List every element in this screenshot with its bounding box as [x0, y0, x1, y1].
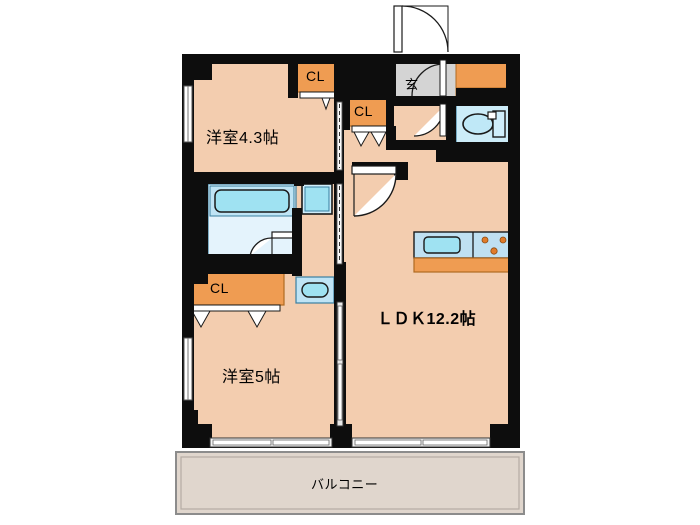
- stove-burner-3: [490, 247, 498, 255]
- washing-machine-inner: [304, 186, 330, 212]
- entrance-door-swing: [401, 5, 449, 53]
- closet-bed5-door[interactable]: [189, 304, 281, 312]
- wall-hall-step-v: [436, 140, 446, 162]
- hall-ldk-door-panel[interactable]: [351, 165, 397, 175]
- bed43-window: [183, 85, 193, 143]
- wall-closet-hall-right: [386, 94, 394, 130]
- ldk-balcony-window[interactable]: [351, 437, 491, 448]
- unit-bath: [207, 183, 297, 257]
- closet-bed5-swing-right: [247, 310, 267, 329]
- wall-toilet-bottom: [446, 142, 520, 154]
- wall-hall-step-h1: [386, 140, 444, 150]
- genkan-inner-door-panel[interactable]: [439, 59, 447, 97]
- stove-burner-2: [499, 236, 507, 244]
- washbasin-bowl: [301, 282, 329, 298]
- wall-bed5-left-pier: [182, 410, 198, 448]
- wall-bath-right: [292, 208, 302, 276]
- wall-toilet-left: [446, 96, 456, 152]
- balcony-floor: [175, 451, 525, 515]
- windows-group: [183, 85, 491, 448]
- washing-machine-space: [301, 183, 333, 215]
- wall-corner-bottom-right: [490, 424, 520, 448]
- stove-burner-1: [481, 236, 489, 244]
- washroom-corridor-sliding-door[interactable]: [336, 183, 343, 265]
- wall-closet-bed43-left: [288, 58, 298, 98]
- kitchen-cabinet: [413, 257, 517, 273]
- entrance-door-frame: [402, 5, 449, 52]
- balcony-inner-line: [180, 456, 520, 510]
- wall-right: [508, 54, 520, 448]
- bed5-sliding-leaf-a[interactable]: [337, 305, 343, 361]
- genkan-inner-door-swing: [411, 63, 445, 97]
- toilet-lever: [487, 111, 497, 120]
- closet-hall-swing-left: [353, 131, 370, 148]
- closet-hall-swing-right: [370, 131, 387, 148]
- closet-bed5-swing-left: [191, 310, 211, 329]
- wall-hall-right-upper: [386, 126, 396, 148]
- entrance-door-panel[interactable]: [393, 5, 403, 53]
- wall-bath-right-top: [294, 172, 304, 186]
- wall-closet-hall-left: [344, 94, 350, 130]
- wall-closet-bed43-top: [288, 58, 346, 64]
- bed5-sliding-leaf-b[interactable]: [337, 363, 343, 421]
- closets-group: [185, 61, 393, 329]
- toilet-room: [455, 103, 517, 145]
- bed43-hall-sliding-door[interactable]: [336, 101, 343, 171]
- closet-bed43-swing: [321, 97, 331, 111]
- kitchen-sink: [423, 236, 461, 254]
- wall-top-right-pier: [506, 58, 520, 106]
- bed5-window: [183, 337, 193, 401]
- toilet-door-panel[interactable]: [439, 103, 447, 137]
- wall-bath-bottom: [194, 254, 296, 264]
- hall-ldk-door-swing: [353, 173, 397, 217]
- wall-toilet-top: [446, 96, 520, 106]
- wall-hall-step-h2: [436, 152, 520, 162]
- washbasin: [295, 276, 335, 304]
- wall-genkan-bottom: [386, 96, 448, 106]
- wall-genkan-left: [386, 58, 396, 100]
- wall-closet-bed5-top: [182, 262, 292, 274]
- wall-hall-left-bottom: [334, 262, 346, 302]
- kitchen-counter: [413, 231, 517, 273]
- walls-group: [182, 54, 520, 448]
- bathtub: [214, 189, 290, 213]
- wall-hall-left-top: [334, 58, 346, 102]
- wall-top-block-hall: [344, 58, 388, 100]
- balcony-area: [175, 451, 525, 515]
- bed5-ldk-sliding-door[interactable]: [336, 301, 344, 427]
- doors-group: [336, 5, 449, 427]
- wall-corner-top-left: [182, 54, 212, 80]
- bed5-balcony-window[interactable]: [209, 437, 333, 448]
- closet-hall-door[interactable]: [351, 125, 389, 133]
- closet-hall-box[interactable]: [347, 97, 393, 127]
- bath-door-swing: [249, 237, 273, 257]
